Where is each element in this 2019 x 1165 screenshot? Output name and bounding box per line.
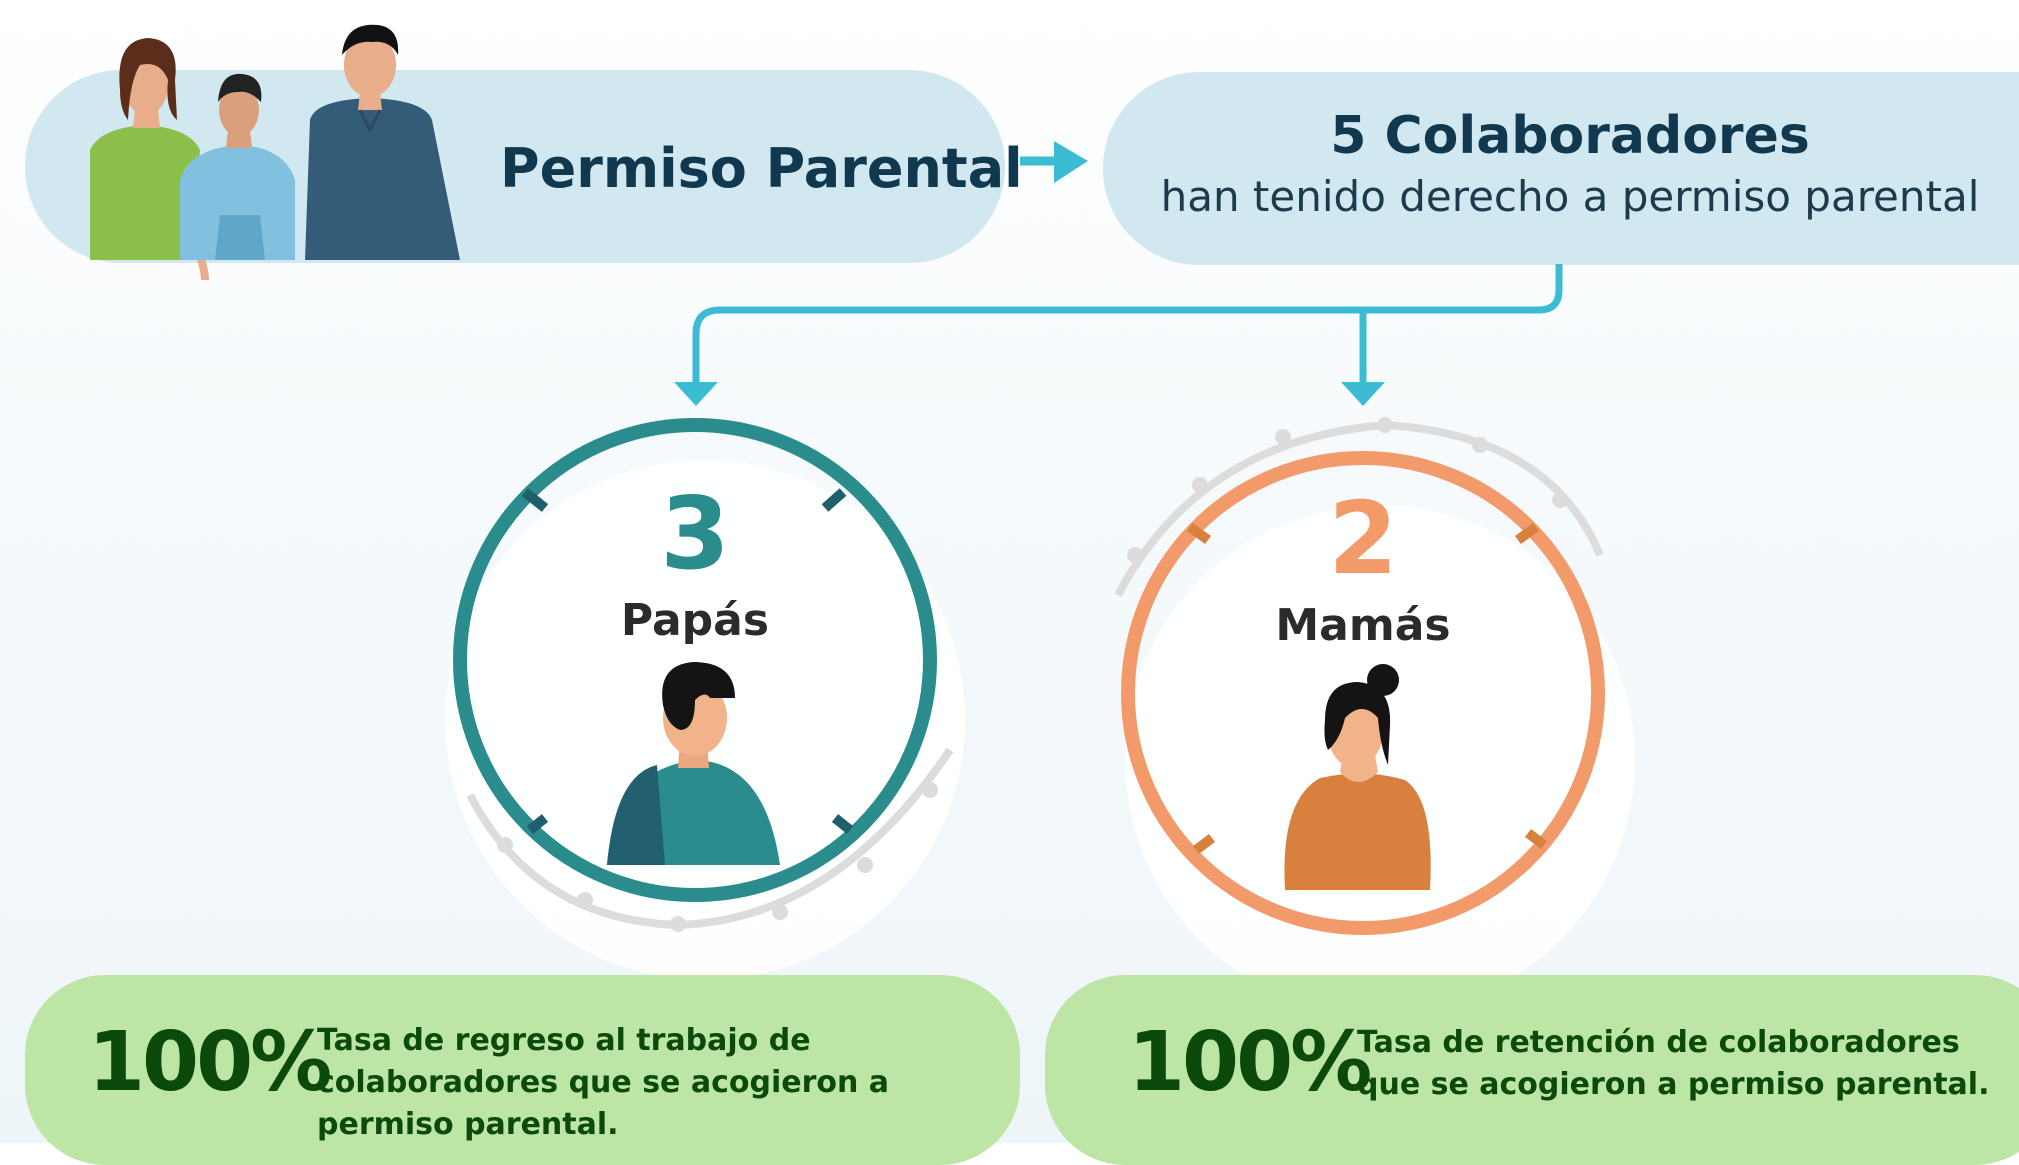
return-rate-pill — [25, 975, 1020, 1165]
collaborators-subtitle: han tenido derecho a permiso parental — [1160, 172, 1980, 221]
retention-rate-value: 100% — [1128, 1015, 1372, 1110]
collaborators-count: 5 Colaboradores — [1330, 106, 1810, 166]
arrow-right-icon — [1020, 141, 1088, 183]
mothers-count: 2 — [1328, 480, 1398, 597]
mothers-label: Mamás — [1275, 600, 1451, 651]
fathers-circle — [445, 418, 965, 980]
retention-rate-description: Tasa de retención de colaboradores que s… — [1357, 1025, 1990, 1102]
connector-lines — [674, 264, 1563, 406]
man-figure — [305, 24, 460, 260]
woman-figure — [90, 38, 209, 281]
arrow-down-icon — [674, 382, 718, 406]
mothers-circle — [1114, 417, 1635, 980]
return-rate-value: 100% — [88, 1015, 332, 1110]
teen-figure — [180, 73, 295, 260]
mother-avatar-icon — [1284, 664, 1431, 890]
family-illustration — [90, 24, 460, 281]
page-title: Permiso Parental — [500, 137, 1023, 200]
fathers-label: Papás — [620, 595, 770, 646]
retention-rate-pill — [1045, 975, 2019, 1165]
count-pill — [1103, 72, 2019, 265]
fathers-count: 3 — [660, 475, 730, 592]
return-rate-description: Tasa de regreso al trabajo de colaborado… — [317, 1023, 890, 1142]
father-avatar-icon — [607, 662, 780, 865]
arrow-down-icon — [1341, 382, 1385, 406]
